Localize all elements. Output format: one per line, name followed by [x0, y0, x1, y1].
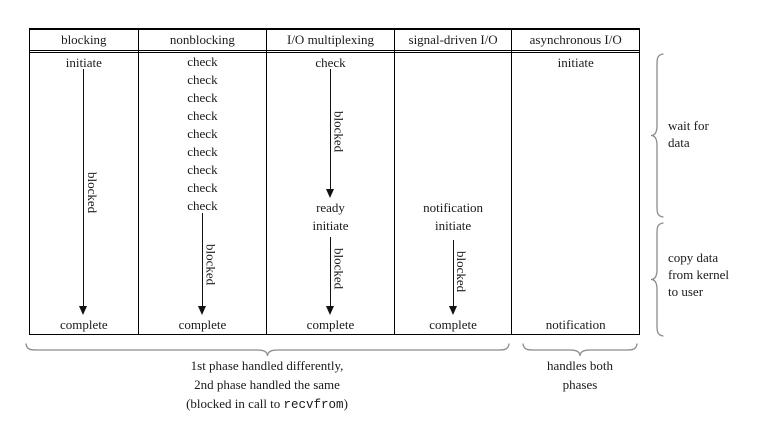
- column-body-asynchronous: initiate notification: [512, 53, 639, 334]
- blocked-label: blocked: [454, 250, 470, 294]
- check-label: check: [187, 54, 218, 69]
- phase-caption-line3-prefix: (blocked in call to: [186, 396, 284, 411]
- phase-caption-line1: 1st phase handled differently,: [190, 358, 344, 373]
- wait-for-data-brace: [650, 53, 664, 218]
- check-list: check check check check check check chec…: [139, 53, 267, 215]
- check-label: check: [187, 90, 218, 105]
- down-arrow: [197, 213, 207, 315]
- async-caption: handles both phases: [510, 356, 650, 394]
- arrow-shaft: [330, 69, 331, 190]
- notification-label: notification: [423, 200, 484, 215]
- notification-label: notification: [545, 317, 606, 332]
- ready-label: ready: [316, 200, 345, 215]
- check-label: check: [187, 180, 218, 195]
- initiate-label: initiate: [312, 218, 349, 233]
- async-caption-line2: phases: [562, 377, 598, 392]
- column-header-nonblocking: nonblocking: [138, 30, 267, 53]
- complete-label: complete: [429, 317, 477, 332]
- arrow-head: [197, 306, 206, 315]
- arrow-shaft: [452, 240, 454, 307]
- complete-label: complete: [306, 317, 355, 332]
- wait-for-data-note: wait for data: [668, 117, 709, 151]
- blocked-label: blocked: [84, 171, 100, 215]
- column-asynchronous: asynchronous I/O initiate notification: [512, 30, 639, 334]
- blocked-label: blocked: [331, 110, 347, 154]
- down-arrow: [326, 237, 335, 315]
- arrow-head: [448, 306, 457, 315]
- initiate-label: initiate: [65, 55, 102, 70]
- first-phase-brace: [25, 343, 510, 357]
- check-label: check: [187, 144, 218, 159]
- copy-note-line1: copy data: [668, 250, 719, 265]
- async-caption-line1: handles both: [546, 358, 614, 373]
- column-signal-driven: signal-driven I/O notification initiate …: [394, 30, 513, 334]
- down-arrow: [326, 69, 335, 198]
- column-io-multiplexing: I/O multiplexing check blocked ready ini…: [267, 30, 395, 334]
- column-header-blocking: blocking: [30, 30, 138, 53]
- initiate-label: initiate: [557, 55, 594, 70]
- column-body-nonblocking: check check check check check check chec…: [139, 53, 267, 334]
- io-models-table: blocking initiate blocked complete nonbl…: [29, 28, 640, 335]
- check-label: check: [187, 162, 218, 177]
- column-nonblocking: nonblocking check check check check chec…: [138, 30, 268, 334]
- down-arrow: [79, 69, 88, 315]
- blocked-label: blocked: [203, 243, 219, 287]
- phase-caption: 1st phase handled differently, 2nd phase…: [117, 356, 417, 415]
- check-label: check: [315, 55, 346, 70]
- column-blocking: blocking initiate blocked complete: [30, 30, 139, 334]
- handles-both-brace: [522, 343, 638, 357]
- complete-label: complete: [59, 317, 108, 332]
- arrow-shaft: [83, 69, 85, 307]
- check-label: check: [187, 198, 218, 213]
- arrow-shaft: [201, 213, 203, 307]
- check-label: check: [187, 72, 218, 87]
- arrow-head: [79, 306, 88, 315]
- phase-caption-line3-suffix: ): [343, 396, 348, 411]
- check-label: check: [187, 108, 218, 123]
- down-arrow: [448, 240, 458, 315]
- copy-note-line2: from kernel: [668, 267, 730, 282]
- copy-data-note: copy data from kernel to user: [668, 249, 729, 300]
- initiate-label: initiate: [435, 218, 472, 233]
- recvfrom-code: recvfrom: [283, 398, 344, 412]
- column-body-blocking: initiate blocked complete: [30, 53, 138, 334]
- column-body-io-multiplexing: check blocked ready initiate blocked com…: [267, 53, 394, 334]
- phase-caption-line2: 2nd phase handled the same: [194, 377, 340, 392]
- phase-caption-line3: (blocked in call to recvfrom): [117, 394, 417, 415]
- arrow-shaft: [330, 237, 331, 307]
- copy-data-brace: [650, 222, 664, 337]
- column-body-signal-driven: notification initiate blocked complete: [395, 53, 512, 334]
- blocked-label: blocked: [331, 247, 347, 291]
- column-header-signal-driven: signal-driven I/O: [394, 30, 512, 53]
- arrow-head: [326, 189, 334, 198]
- column-header-io-multiplexing: I/O multiplexing: [267, 30, 394, 53]
- complete-label: complete: [178, 317, 227, 332]
- wait-note-line2: data: [668, 135, 690, 150]
- arrow-head: [326, 306, 334, 315]
- column-header-asynchronous: asynchronous I/O: [512, 30, 639, 53]
- wait-note-line1: wait for: [668, 118, 709, 133]
- check-label: check: [187, 126, 218, 141]
- copy-note-line3: to user: [668, 284, 704, 299]
